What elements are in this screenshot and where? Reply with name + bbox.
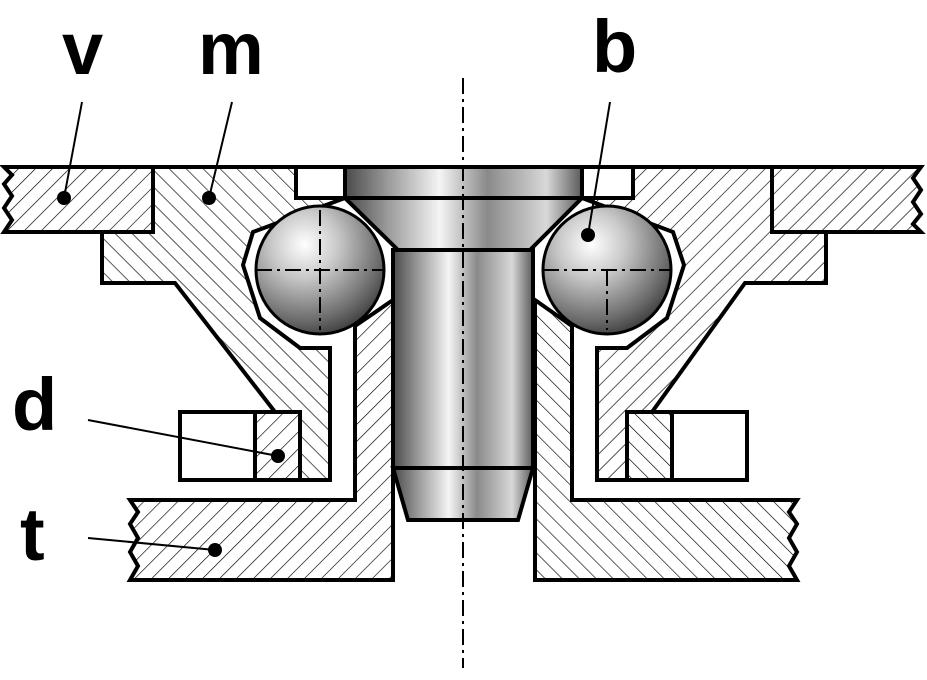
label-b: b (592, 5, 637, 88)
leader-lines (57, 101, 611, 557)
base-plate-right (533, 296, 801, 582)
gap-left (294, 165, 347, 200)
leader-v (63, 101, 83, 199)
label-d: d (12, 363, 57, 446)
top-plate-left (0, 165, 155, 234)
dot-v (57, 191, 71, 205)
label-t: t (20, 493, 45, 576)
ring-left-outer (178, 410, 257, 482)
ring-d (178, 410, 749, 482)
dot-b (581, 228, 595, 242)
dot-d (271, 449, 285, 463)
base-plate-left (126, 296, 395, 582)
leader-m (208, 101, 233, 199)
label-m: m (198, 7, 264, 90)
balls-b (254, 204, 673, 336)
base-plate-t (126, 296, 801, 582)
ring-right-outer (670, 410, 749, 482)
label-v: v (62, 7, 103, 90)
leader-b (587, 101, 611, 236)
dot-t (208, 543, 222, 557)
ring-left-inner (253, 410, 302, 482)
leader-t (87, 537, 216, 551)
gap-right (580, 165, 635, 200)
ring-right-inner (625, 410, 674, 482)
top-plate-right (770, 165, 926, 234)
leader-d (87, 419, 279, 457)
top-plate-v (0, 165, 926, 234)
dot-m (202, 191, 216, 205)
